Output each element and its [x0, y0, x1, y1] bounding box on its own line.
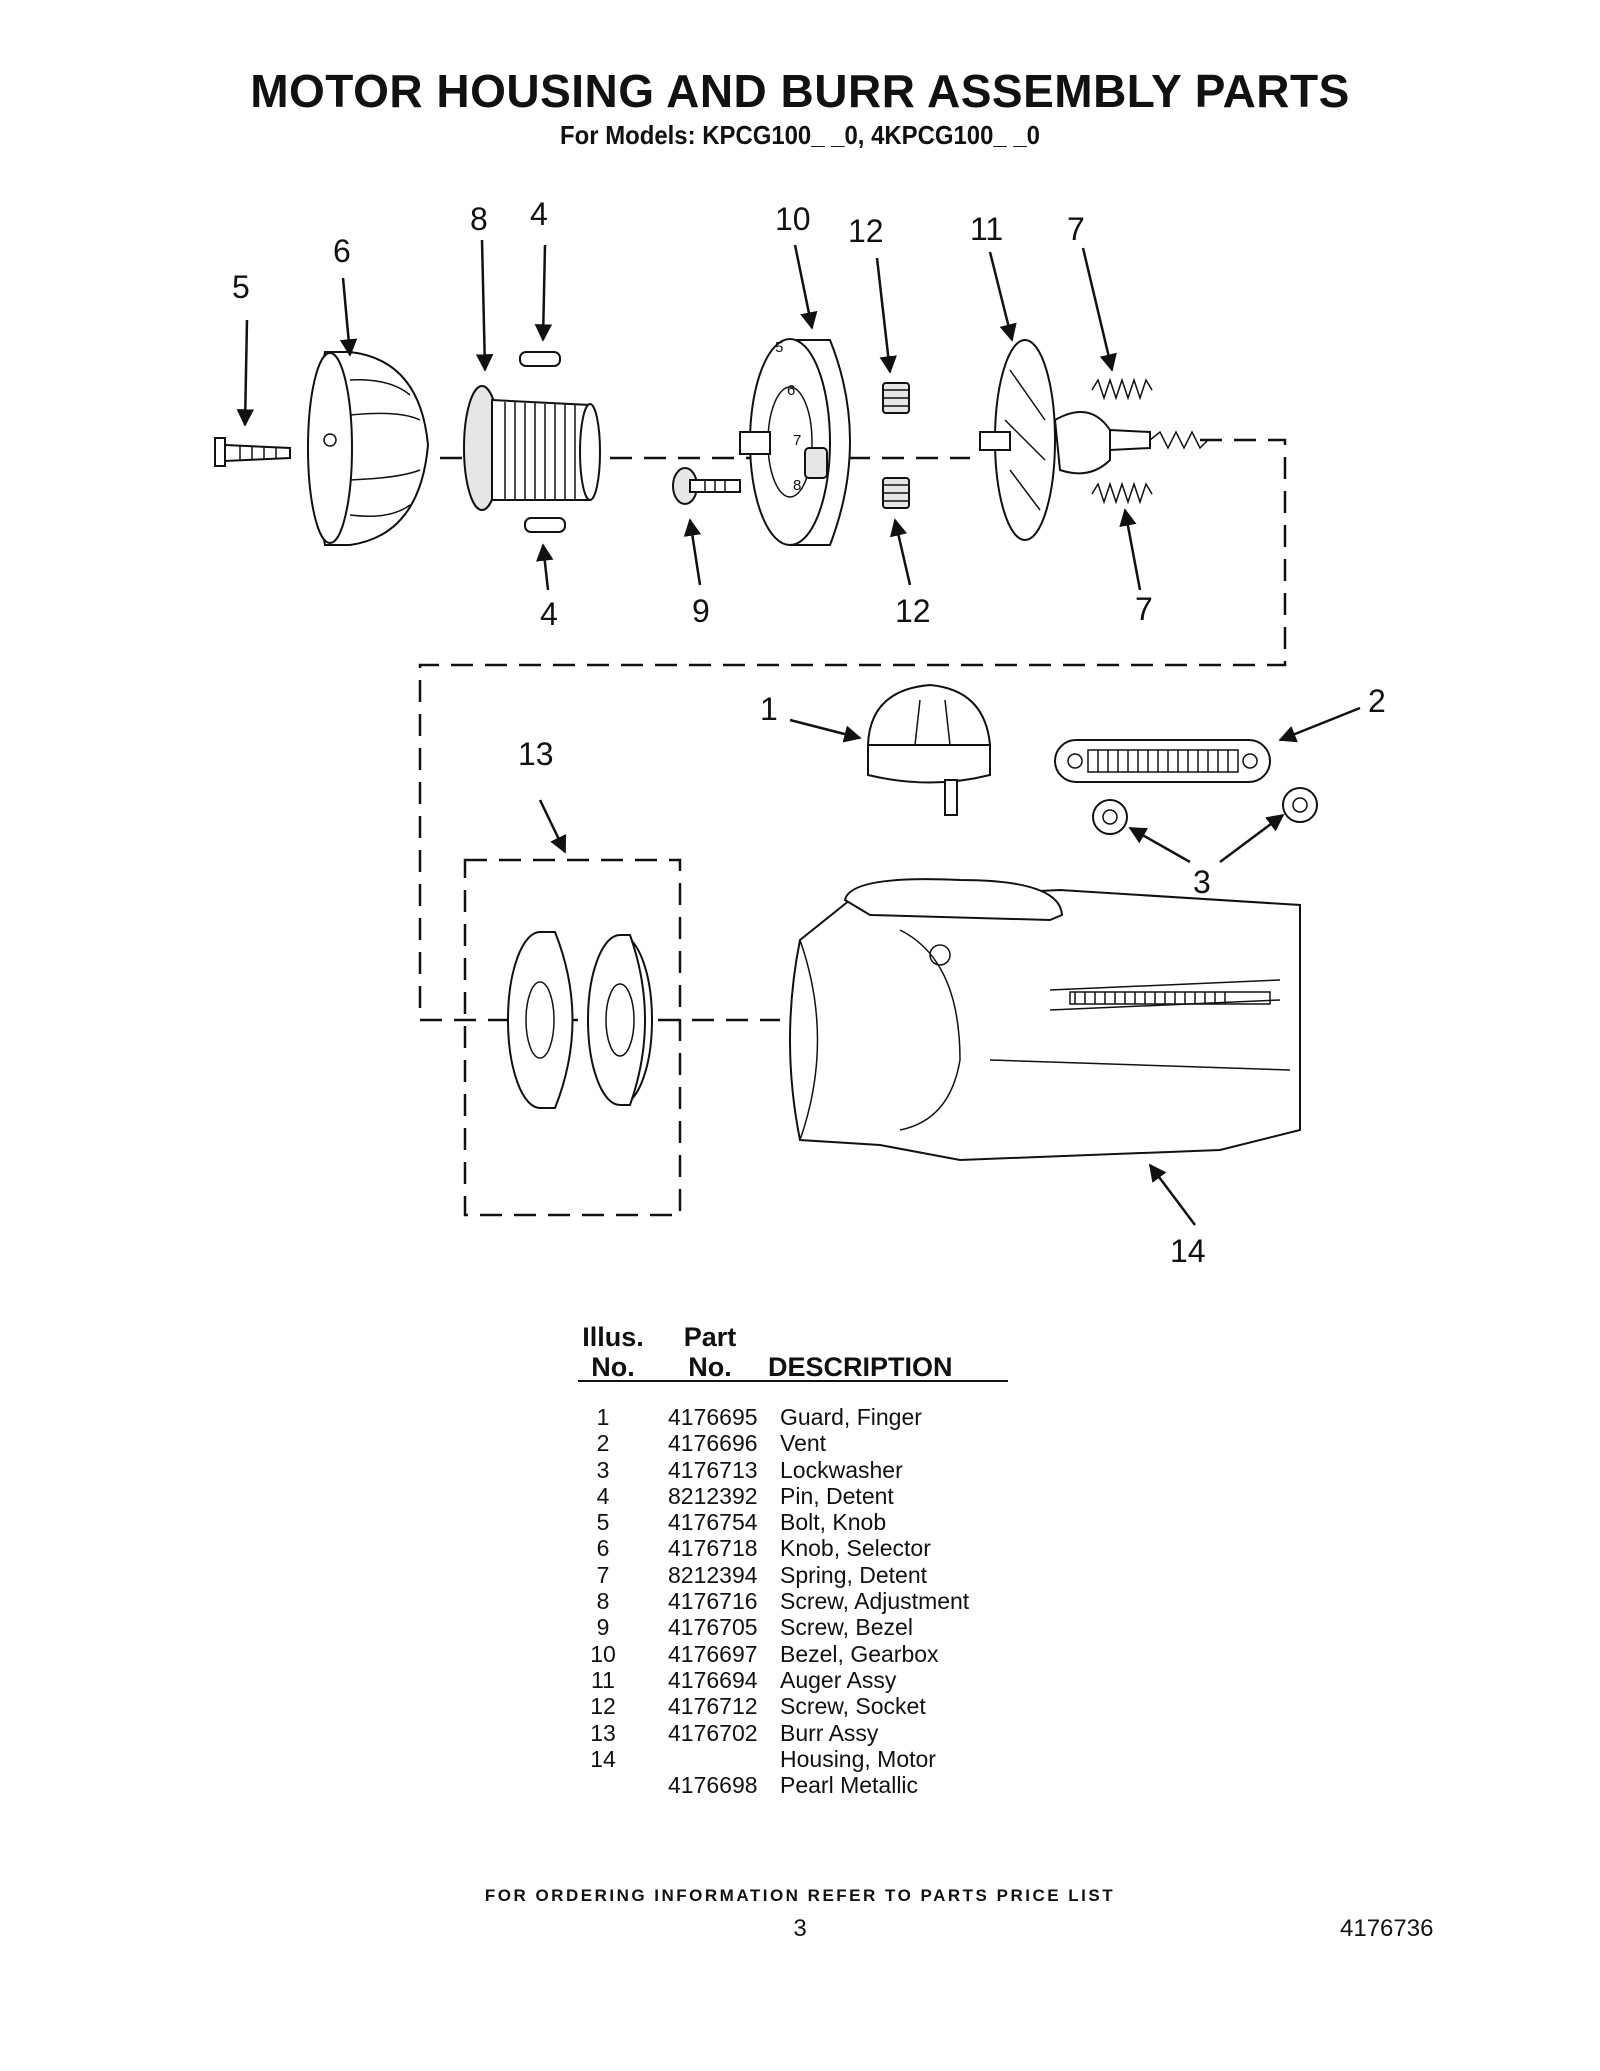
illus-header-line2: No. [591, 1352, 635, 1382]
part-no-cell: 4176716 [668, 1588, 758, 1615]
part-no-cell: 4176713 [668, 1456, 758, 1483]
callout-5: 5 [232, 269, 250, 305]
dial-mark: 5 [775, 339, 783, 356]
description-cell: Spring, Detent [780, 1561, 928, 1588]
callout-12: 12 [848, 213, 884, 249]
description-cell: Housing, Motor [780, 1745, 936, 1772]
illus-no-cell: 5 [596, 1509, 610, 1536]
callout-14: 14 [1170, 1233, 1206, 1269]
callout-10: 10 [775, 201, 811, 237]
part-no-cell: 4176754 [668, 1509, 758, 1536]
description-cell: Pin, Detent [780, 1482, 894, 1509]
part-no-cell: 4176702 [668, 1719, 758, 1746]
knob-bolt-part [214, 437, 291, 467]
parts-table-header: Illus. No. Part No. DESCRIPTION [578, 1322, 1008, 1382]
part-no-cell: 4176705 [668, 1614, 758, 1641]
part-no-cell: 4176712 [668, 1693, 758, 1720]
exploded-parts-diagram: 5 6 7 8 [214, 196, 1386, 1269]
part-no-cell: 4176695 [668, 1404, 758, 1430]
selector-knob-part [307, 351, 430, 546]
burr-assembly-part [507, 931, 653, 1109]
part-no-cell: 4176698 [668, 1772, 758, 1799]
description-cell: Screw, Adjustment [780, 1588, 970, 1615]
detent-pin-part-bottom [524, 517, 566, 533]
part-header-line2: No. [688, 1352, 732, 1382]
illus-no-cell: 8 [596, 1588, 610, 1615]
description-cell: Screw, Socket [780, 1693, 926, 1720]
page-title: MOTOR HOUSING AND BURR ASSEMBLY PARTS [250, 65, 1350, 117]
document-number: 4176736 [1340, 1915, 1434, 1942]
dial-mark: 7 [793, 432, 801, 449]
models-subtitle: For Models: KPCG100_ _0, 4KPCG100_ _0 [560, 120, 1040, 150]
part-no-header: Part No. [670, 1322, 750, 1382]
illus-no-cell: 14 [590, 1745, 616, 1772]
description-cell: Auger Assy [780, 1666, 897, 1693]
finger-guard-part [866, 683, 992, 816]
bezel-screw-part [672, 467, 741, 505]
illus-no-cell: 3 [596, 1456, 610, 1483]
description-header: DESCRIPTION [768, 1352, 953, 1382]
description-cell: Screw, Bezel [780, 1614, 913, 1641]
callout-3: 3 [1193, 864, 1211, 900]
dial-mark: 6 [787, 382, 795, 399]
callout-8: 8 [470, 201, 488, 237]
illus-no-cell: 6 [596, 1535, 610, 1562]
callout-4: 4 [540, 596, 558, 632]
description-cell: Vent [780, 1430, 827, 1457]
illus-no-cell: 1 [596, 1404, 610, 1430]
description-cell: Bezel, Gearbox [780, 1640, 939, 1667]
illus-no-cell: 13 [590, 1719, 616, 1746]
illus-no-cell: 7 [596, 1561, 610, 1588]
detent-spring-part-bottom [1091, 481, 1153, 505]
lockwasher-part-left [1092, 799, 1128, 835]
callout-6: 6 [333, 233, 351, 269]
dial-mark: 8 [793, 477, 801, 494]
vent-part [1054, 739, 1271, 783]
motor-housing-part [789, 878, 1301, 1162]
illus-no-cell: 4 [596, 1482, 610, 1509]
callout-labels: 5 6 8 4 10 12 11 7 4 9 12 7 1 2 13 3 14 [232, 196, 1386, 1269]
illus-header-line1: Illus. [582, 1322, 644, 1352]
illus-no-cell: 2 [596, 1430, 610, 1457]
page-number: 3 [793, 1915, 807, 1942]
description-cell: Pearl Metallic [780, 1772, 919, 1799]
callout-1: 1 [760, 691, 778, 727]
detent-pin-part-top [519, 351, 561, 367]
callout-4: 4 [530, 196, 548, 232]
part-no-cell: 4176696 [668, 1430, 758, 1457]
callout-7: 7 [1067, 211, 1085, 247]
callout-9: 9 [692, 593, 710, 629]
adjustment-screw-part [463, 385, 601, 511]
leader-arrows [236, 239, 1361, 1226]
illus-no-cell: 12 [590, 1693, 616, 1720]
part-no-cell: 4176697 [668, 1640, 758, 1667]
auger-assembly-part [979, 339, 1209, 541]
gearbox-bezel-part: 5 6 7 8 [739, 338, 851, 546]
callout-11: 11 [970, 211, 1003, 247]
callout-13: 13 [518, 736, 554, 772]
description-cell: Bolt, Knob [780, 1509, 887, 1536]
description-cell: Burr Assy [780, 1719, 879, 1746]
lockwasher-part-right [1282, 787, 1318, 823]
callout-12: 12 [895, 593, 931, 629]
description-cell: Guard, Finger [780, 1404, 922, 1430]
socket-screw-part-bottom [882, 477, 910, 509]
illus-no-cell: 9 [596, 1614, 610, 1641]
part-header-line1: Part [683, 1322, 737, 1352]
part-no-cell: 4176694 [668, 1666, 758, 1693]
detent-spring-part-top [1091, 377, 1153, 401]
part-no-cell: 8212394 [668, 1561, 758, 1588]
part-no-cell: 4176718 [668, 1535, 758, 1562]
description-cell: Knob, Selector [780, 1535, 931, 1562]
socket-screw-part-top [882, 382, 910, 414]
description-cell: Lockwasher [780, 1456, 903, 1483]
part-no-cell: 8212392 [668, 1482, 758, 1509]
illus-no-cell: 11 [591, 1666, 615, 1693]
callout-2: 2 [1368, 683, 1386, 719]
callout-7: 7 [1135, 591, 1153, 627]
illus-no-header: Illus. No. [578, 1322, 648, 1382]
ordering-note: FOR ORDERING INFORMATION REFER TO PARTS … [484, 1886, 1116, 1905]
illus-no-cell: 10 [590, 1640, 616, 1667]
